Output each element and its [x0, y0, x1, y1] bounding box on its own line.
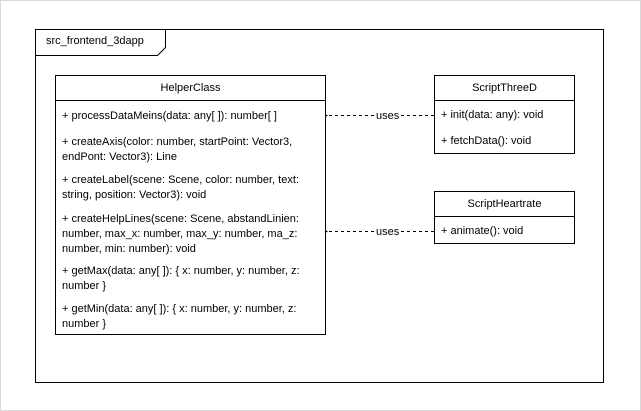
member-line: + createHelpLines(scene: Scene, abstandL… [62, 213, 299, 225]
member-line: + getMax(data: any[ ]): { x: number, y: … [62, 265, 300, 277]
member-line: string, position: Vector3): void [62, 189, 207, 201]
script-heartrate-member-animate: + animate(): void [441, 225, 524, 237]
helper-member-process-data: + processDataMeins(data: any[ ]): number… [62, 110, 277, 123]
member-line: endPont: Vector3): Line [62, 151, 177, 163]
helper-member-get-min: + getMin(data: any[ ]): { x: number, y: … [62, 303, 296, 331]
script-heartrate-title: ScriptHeartrate [435, 192, 574, 217]
helper-member-create-label: + createLabel(scene: Scene, color: numbe… [62, 174, 299, 202]
helper-class-box[interactable]: HelperClass + processDataMeins(data: any… [55, 75, 326, 335]
script-heartrate-box[interactable]: ScriptHeartrate + animate(): void [434, 191, 575, 244]
package-tab: src_frontend_3dapp [35, 29, 166, 56]
uses-label-heartrate: uses [374, 226, 402, 238]
helper-member-create-help-lines: + createHelpLines(scene: Scene, abstandL… [62, 213, 299, 256]
member-line: number } [62, 280, 107, 292]
helper-member-create-axis: + createAxis(color: number, startPoint: … [62, 136, 292, 164]
member-line: number, max_x: number, max_y: number, ma… [62, 228, 298, 240]
package-name: src_frontend_3dapp [46, 35, 144, 47]
package-frame [35, 29, 604, 383]
package-tab-outline [35, 29, 166, 56]
script-three-d-member-fetch: + fetchData(): void [441, 135, 532, 147]
member-line: number } [62, 318, 107, 330]
script-three-d-title: ScriptThreeD [435, 76, 574, 101]
script-three-d-member-init: + init(data: any): void [441, 109, 544, 121]
helper-class-title: HelperClass [56, 76, 325, 101]
member-line: number, min: number): void [62, 243, 196, 255]
member-line: + processDataMeins(data: any[ ]): number… [62, 110, 277, 122]
member-line: + getMin(data: any[ ]): { x: number, y: … [62, 303, 297, 315]
helper-member-get-max: + getMax(data: any[ ]): { x: number, y: … [62, 265, 300, 293]
uses-label-threed: uses [374, 110, 402, 122]
script-three-d-box[interactable]: ScriptThreeD + init(data: any): void + f… [434, 75, 575, 154]
member-line: + createAxis(color: number, startPoint: … [62, 136, 293, 148]
member-line: + createLabel(scene: Scene, color: numbe… [62, 174, 299, 186]
